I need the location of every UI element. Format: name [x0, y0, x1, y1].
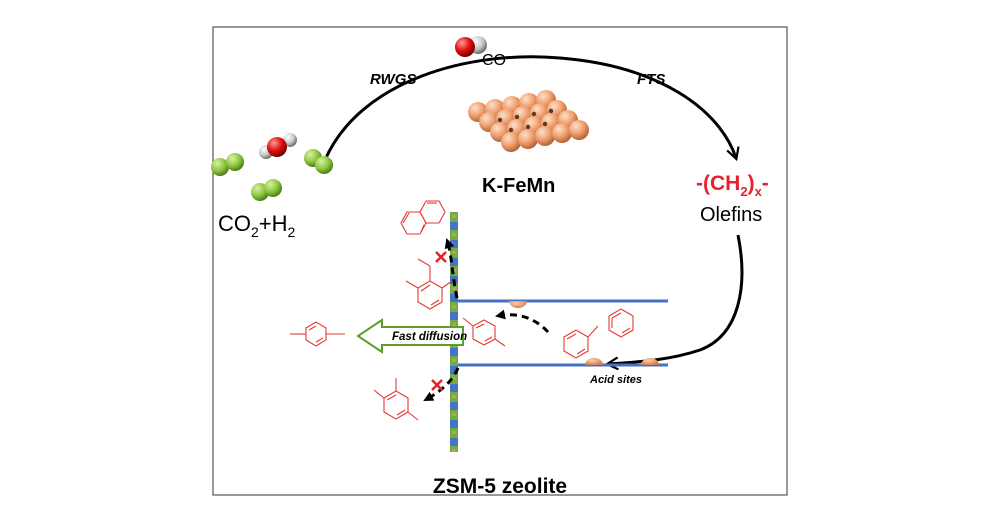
h2o-molecule-icon: [259, 133, 297, 159]
fts-label: FTS: [637, 71, 665, 88]
blocked-exit-arrow: [423, 367, 460, 402]
benzene-molecule-icon: [608, 308, 634, 338]
trimethylbenzene-molecule-icon: [373, 378, 419, 421]
catalyst-dopant-dot: [548, 108, 554, 114]
trimethylbenzene-molecule-icon: [405, 258, 453, 310]
olefins-label: Olefins: [700, 204, 762, 226]
naphthalene-molecule-icon: [400, 200, 446, 235]
olefins-to-zeolite-arc: [608, 234, 744, 364]
catalyst-dopant-dot: [514, 114, 520, 120]
acid-site-icon: [641, 358, 659, 365]
fast-diffusion-arrow: [356, 318, 464, 354]
blocked-x-icon: [431, 379, 443, 391]
catalyst-sphere: [501, 132, 521, 152]
catalyst-dopant-dot: [497, 117, 503, 123]
catalyst-sphere: [552, 123, 572, 143]
acid-sites-label: Acid sites: [589, 374, 642, 386]
fast-diffusion-label: Fast diffusion: [392, 331, 467, 343]
acid-site-icon: [509, 301, 527, 308]
catalyst-sphere: [518, 129, 538, 149]
catalyst-dopant-dot: [542, 121, 548, 127]
diffusion-arrow: [495, 309, 550, 334]
h2-molecule-icon: [304, 149, 333, 174]
rwgs-fts-arc: [323, 55, 736, 160]
zeolite-label: ZSM-5 zeolite: [433, 475, 567, 498]
reactants-label: CO2+H2: [218, 211, 296, 240]
p-xylene-molecule-icon: [290, 321, 345, 347]
co-molecule-icon: [455, 36, 487, 57]
catalyst-dopant-dot: [508, 127, 514, 133]
rwgs-label: RWGS: [370, 71, 416, 88]
catalyst-dopant-dot: [525, 124, 531, 130]
figure-border: [212, 26, 788, 496]
catalyst-dopant-dot: [531, 111, 537, 117]
h2-molecule-icon: [251, 179, 282, 201]
product-formula-label: -(CH2)x-: [696, 172, 769, 199]
xylene-molecule-icon: [462, 317, 506, 347]
toluene-molecule-icon: [563, 325, 599, 359]
catalyst-particles-icon: [468, 90, 589, 152]
blocked-x-icon: [435, 251, 447, 263]
co-label: CO: [482, 52, 506, 69]
catalyst-sphere: [535, 126, 555, 146]
acid-site-icon: [585, 358, 603, 365]
catalyst-sphere: [569, 120, 589, 140]
catalyst-label: K-FeMn: [482, 175, 555, 197]
blocked-diffusion-arrow: [444, 238, 459, 299]
h2-molecule-icon: [211, 153, 244, 176]
